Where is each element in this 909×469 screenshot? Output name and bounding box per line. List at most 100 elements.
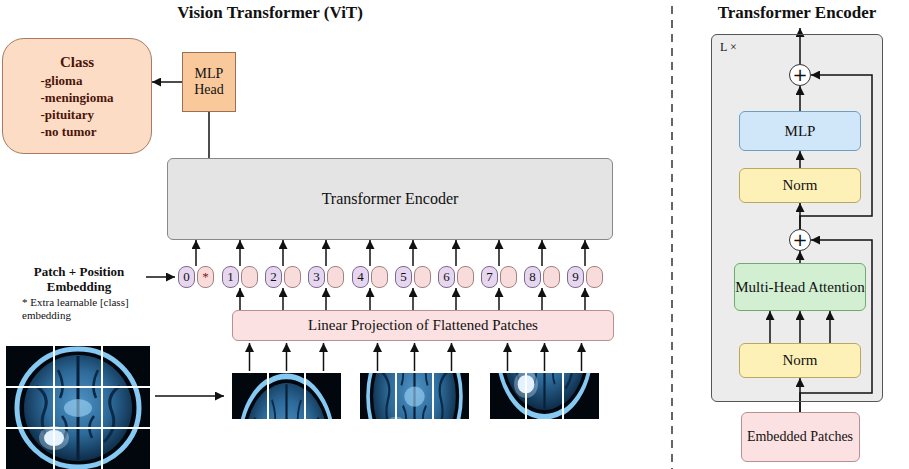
- text-holder: Transformer Encoder: [322, 190, 459, 208]
- text-holder: Linear Projection of Flattened Patches: [308, 317, 538, 334]
- connector-line: [800, 75, 872, 229]
- class-item: -meningioma: [41, 89, 114, 106]
- token-embedding-pill: [457, 266, 474, 288]
- connector-line: [799, 311, 801, 343]
- add-circle: +: [789, 64, 811, 86]
- token-number: 0: [183, 269, 190, 285]
- attention-box: Multi-Head Attention: [734, 263, 866, 311]
- embedding-token: 2: [265, 266, 301, 288]
- connector-arrow: [542, 288, 543, 310]
- box-label: Multi-Head Attention: [735, 279, 865, 296]
- connector-arrow: [800, 251, 801, 263]
- token-number-pill: 0: [178, 266, 195, 288]
- connector-arrow: [542, 240, 543, 266]
- connector-line: [325, 288, 327, 310]
- box-label: Transformer Encoder: [322, 190, 459, 208]
- block-heading: Transformer Encoder: [700, 3, 894, 23]
- class-heading: Class: [41, 53, 114, 72]
- connector-arrow: [585, 288, 586, 310]
- connector-line: [325, 240, 327, 266]
- connector-line: [799, 86, 801, 111]
- text-holder: Multi-Head Attention: [735, 279, 865, 296]
- connector-arrow: [456, 240, 457, 266]
- connector-line: [799, 251, 801, 263]
- text-holder: MLP Head: [183, 66, 235, 98]
- connector-line: [208, 112, 210, 158]
- token-number-pill: 2: [265, 266, 282, 288]
- embedding-token: 6: [438, 266, 474, 288]
- text-holder: Norm: [783, 352, 818, 369]
- token-embedding-pill: [586, 266, 603, 288]
- token-number-pill: 7: [481, 266, 498, 288]
- connector-line: [584, 240, 586, 266]
- connector-line: [369, 240, 371, 266]
- box-label: MLP: [785, 123, 816, 140]
- text-holder: Class-glioma-meningioma-pituitary-no tum…: [41, 53, 114, 140]
- box-label: +: [792, 231, 807, 249]
- token-embedding-pill: [327, 266, 344, 288]
- footnote-label: * Extra learnable [class] embedding: [22, 296, 134, 322]
- connector-arrow: [152, 82, 182, 83]
- token-number: 5: [400, 269, 407, 285]
- connector-arrow: [413, 240, 414, 266]
- connector-arrow: [456, 288, 457, 310]
- box-label: +: [792, 66, 807, 84]
- connector-arrow: [770, 311, 830, 343]
- connector-arrow: [326, 240, 327, 266]
- embedding-token: 0*: [178, 266, 214, 288]
- token-embedding-pill: *: [197, 266, 214, 288]
- token-number: 4: [357, 269, 364, 285]
- connector-line: [195, 240, 197, 266]
- annotation-label: Patch + Position Embedding: [14, 264, 144, 294]
- connector-arrow: [283, 240, 284, 266]
- connector-line: [239, 288, 241, 310]
- connector-line: [541, 240, 543, 266]
- embedding-token: 7: [481, 266, 517, 288]
- connector-line: [541, 288, 543, 310]
- connector-line: [498, 288, 500, 310]
- token-number-pill: 8: [524, 266, 541, 288]
- embedding-token: 1: [222, 266, 258, 288]
- token-number: 7: [486, 269, 493, 285]
- connector-line: [282, 240, 284, 266]
- connector-arrow: [326, 288, 327, 310]
- token-marker: *: [202, 269, 209, 285]
- connector-arrow: [283, 288, 284, 310]
- connector-line: [152, 81, 182, 83]
- connector-arrow: [196, 240, 197, 266]
- connector-arrow: [240, 240, 241, 266]
- connector-arrow: [209, 112, 210, 158]
- add-circle: +: [789, 229, 811, 251]
- token-embedding-pill: [414, 266, 431, 288]
- box-label: Norm: [783, 177, 818, 194]
- token-number-pill: 1: [222, 266, 239, 288]
- connector-arrow: [370, 240, 371, 266]
- connector-line: [829, 311, 831, 343]
- text-holder: +: [792, 66, 807, 84]
- token-number: 6: [443, 269, 450, 285]
- connector-arrow: [370, 288, 371, 310]
- token-number: 3: [313, 269, 320, 285]
- class-item: -pituitary: [41, 106, 114, 123]
- connector-arrow: [800, 75, 872, 229]
- box-label: Embedded Patches: [747, 429, 853, 445]
- box-label: Norm: [783, 352, 818, 369]
- connector-line: [369, 288, 371, 310]
- token-embedding-pill: [371, 266, 388, 288]
- connector-arrow: [499, 240, 500, 266]
- connector-arrow: [413, 288, 414, 310]
- token-number: 9: [572, 269, 579, 285]
- class-item: -glioma: [41, 72, 114, 89]
- class-output-box: Class-glioma-meningioma-pituitary-no tum…: [2, 38, 152, 154]
- text-holder: Norm: [783, 177, 818, 194]
- connector-line: [239, 240, 241, 266]
- connector-line: [412, 288, 414, 310]
- token-embedding-pill: [500, 266, 517, 288]
- connector-arrow: [240, 288, 241, 310]
- connector-arrow: [585, 240, 586, 266]
- embedding-token: 4: [352, 266, 388, 288]
- connector-line: [769, 311, 771, 343]
- token-number-pill: 6: [438, 266, 455, 288]
- connector-line: [455, 288, 457, 310]
- token-number-pill: 9: [567, 266, 584, 288]
